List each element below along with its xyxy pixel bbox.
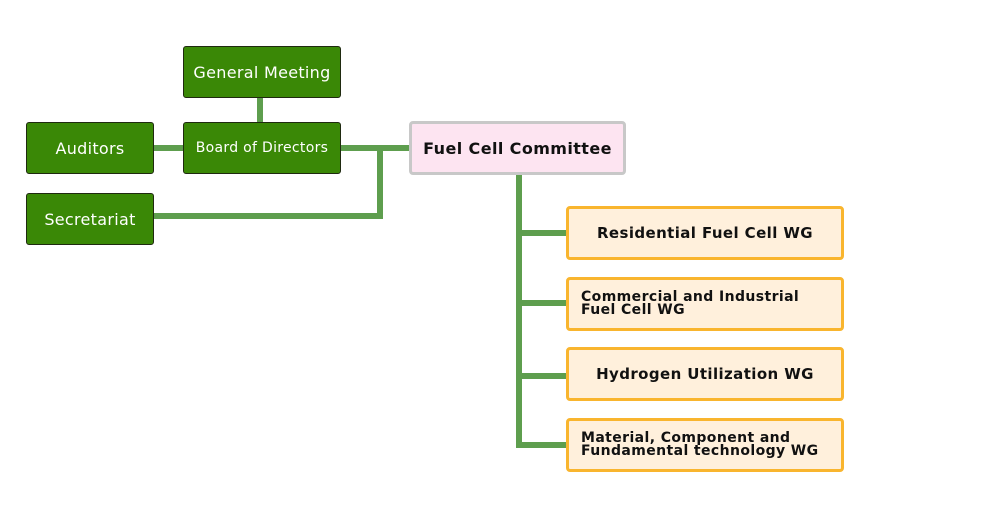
node-label-line2: Fuel Cell WG	[581, 302, 685, 318]
connector-committee-trunk	[516, 174, 522, 448]
connector-secretariat-vertical	[377, 145, 383, 219]
node-label: Secretariat	[44, 209, 136, 229]
node-label: Residential Fuel Cell WG	[596, 224, 814, 242]
connector-wg-2	[516, 300, 567, 306]
node-label: General Meeting	[193, 62, 331, 82]
node-auditors: Auditors	[26, 122, 154, 174]
node-label: Hydrogen Utilization WG	[596, 365, 814, 383]
node-board-of-directors: Board of Directors	[183, 122, 341, 174]
node-secretariat: Secretariat	[26, 193, 154, 245]
connector-meeting-board	[257, 97, 263, 122]
connector-wg-4	[516, 442, 567, 448]
node-wg-hydrogen-utilization: Hydrogen Utilization WG	[566, 347, 844, 401]
connector-wg-1	[516, 230, 567, 236]
connector-auditors-board	[153, 145, 183, 151]
node-wg-residential: Residential Fuel Cell WG	[566, 206, 844, 260]
connector-secretariat-horizontal	[153, 213, 383, 219]
connector-board-committee	[340, 145, 410, 151]
node-label-line1: Material, Component and	[581, 430, 791, 446]
node-label: Auditors	[55, 138, 125, 158]
node-label-line1: Commercial and Industrial	[581, 289, 800, 305]
node-general-meeting: General Meeting	[183, 46, 341, 98]
node-label: Fuel Cell Committee	[423, 138, 612, 158]
node-label-line2: Fundamental technology WG	[581, 443, 819, 459]
connector-wg-3	[516, 373, 567, 379]
node-fuel-cell-committee: Fuel Cell Committee	[409, 121, 626, 175]
node-label: Board of Directors	[195, 140, 329, 156]
